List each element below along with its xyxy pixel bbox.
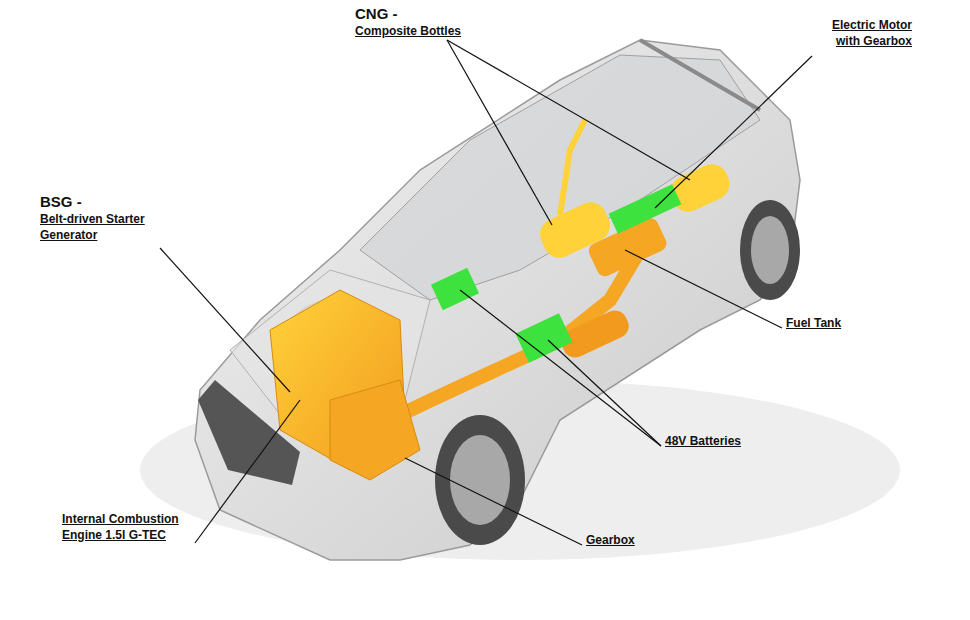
leader-line [195,400,300,543]
part-label: Composite Bottles [355,24,475,40]
part-label: Fuel Tank [786,316,876,332]
group-heading: CNG - [355,4,475,24]
leader-line [625,250,782,328]
part-label: Belt-driven Starter Generator [40,212,158,243]
group-heading: BSG - [40,192,160,212]
leader-line [460,290,661,446]
rear-wheel [740,200,800,300]
leader-line [548,340,661,446]
electric-motor [609,184,682,234]
rear-rim [751,216,789,284]
part-label: Electric Motor with Gearbox [812,18,912,49]
leader-line [447,40,552,225]
silencer [557,307,632,362]
part-label: Internal Combustion Engine 1.5l G-TEC [62,512,194,543]
leader-lines [160,40,812,545]
leader-line [160,248,290,392]
gearbox-part [330,380,420,480]
leader-line [655,56,812,208]
battery [431,268,479,310]
leader-line [405,458,582,545]
part-label: 48V Batteries [665,434,775,450]
car-body [195,40,800,560]
front-rim [450,435,510,525]
roof-rail [640,40,760,110]
leader-line [447,40,690,180]
part-label: Gearbox [586,533,666,549]
glass-roof [360,55,760,300]
filler-pipe [560,120,585,215]
